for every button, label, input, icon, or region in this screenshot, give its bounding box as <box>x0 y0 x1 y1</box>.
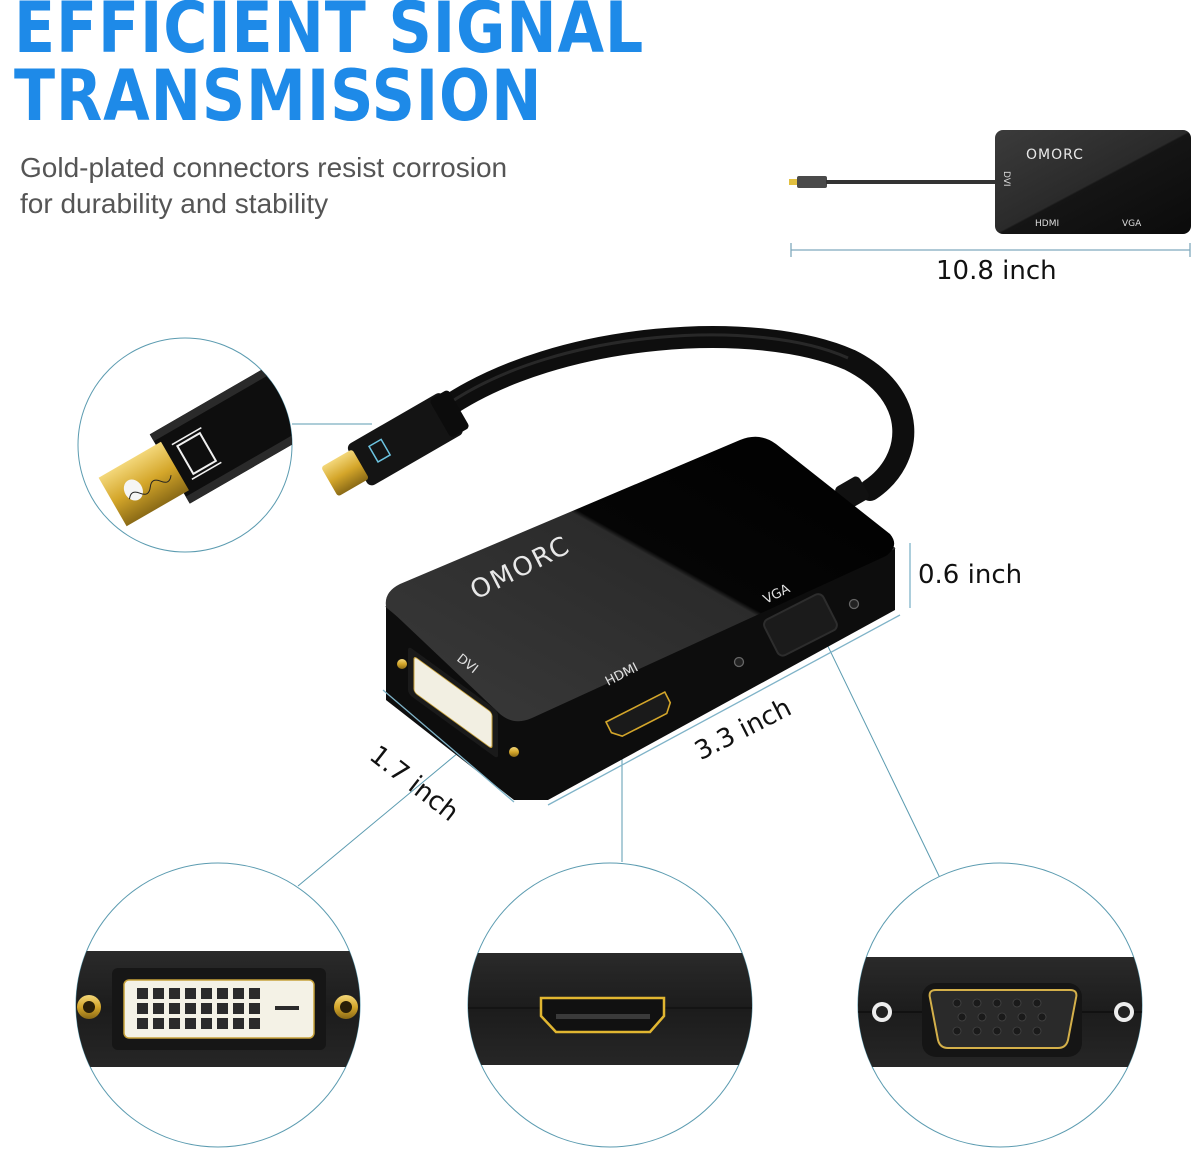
dimension-lines <box>382 543 911 806</box>
thumbnail-vga-label: VGA <box>1122 219 1142 229</box>
height-label: 0.6 inch <box>918 560 1023 590</box>
headline-line-1: EFFICIENT SIGNAL <box>14 0 645 69</box>
dvi-port-detail <box>75 862 361 1148</box>
headline-line-2: TRANSMISSION <box>14 55 543 137</box>
thumbnail-hdmi-label: HDMI <box>1035 219 1059 229</box>
subtitle-line-1: Gold-plated connectors resist corrosion <box>20 152 508 183</box>
thumbnail-brand: OMORC <box>1026 147 1084 163</box>
mini-displayport-plug <box>322 390 469 496</box>
vga-port-detail <box>857 862 1143 1148</box>
total-length-label: 10.8 inch <box>936 256 1057 286</box>
mini-displayport-detail <box>77 337 293 553</box>
thumbnail-dvi-label: DVI <box>1001 171 1011 187</box>
headline: EFFICIENT SIGNAL TRANSMISSION <box>14 0 645 137</box>
subtitle-line-2: for durability and stability <box>20 188 329 219</box>
adapter-body: OMORC DVI HDMI VGA <box>385 436 896 800</box>
hdmi-port-detail <box>467 862 753 1148</box>
subtitle: Gold-plated connectors resist corrosion … <box>20 150 507 222</box>
top-view-thumbnail: OMORC DVI HDMI VGA <box>789 130 1191 257</box>
